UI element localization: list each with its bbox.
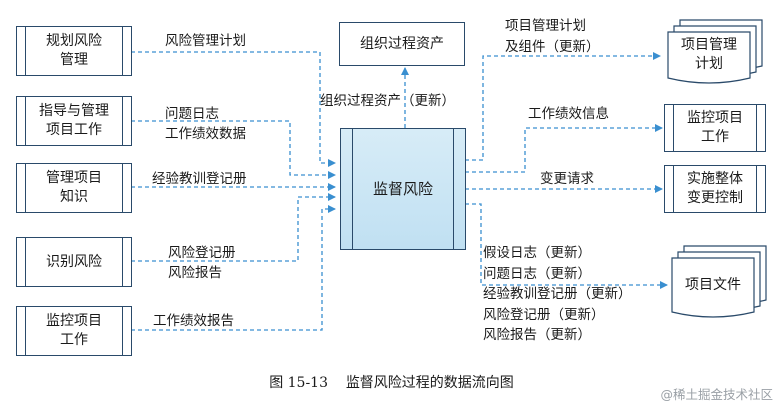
input-box-label: 识别风险	[46, 253, 102, 270]
box-edge-left	[17, 164, 26, 212]
document-stack-pm-plan	[667, 19, 763, 84]
input-box-plan-risk[interactable]: 规划风险 管理	[16, 26, 132, 76]
input-box-manage-knowledge[interactable]: 管理项目 知识	[16, 163, 132, 213]
box-edge-right	[756, 105, 765, 151]
output-label-change-request: 变更请求	[540, 171, 594, 187]
input-label-identify-risk: 风险登记册 风险报告	[168, 245, 236, 281]
arrow-project-docs	[465, 203, 668, 289]
input-box-direct-manage[interactable]: 指导与管理 项目工作	[16, 96, 132, 146]
output-label-project-docs: 假设日志（更新） 问题日志（更新） 经验教训登记册（更新） 风险登记册（更新） …	[483, 245, 632, 343]
document-stack-project-docs	[671, 245, 767, 318]
arrow-direct-manage	[131, 120, 336, 179]
input-box-monitor-work[interactable]: 监控项目 工作	[16, 306, 132, 356]
output-box-label: 监控项目 工作	[687, 110, 743, 145]
input-box-label: 监控项目 工作	[46, 313, 102, 348]
box-edge-left	[665, 105, 674, 151]
output-doc-pm-plan-label: 项目管理 计划	[681, 37, 737, 72]
center-process-monitor-risk[interactable]: 监督风险	[340, 128, 466, 250]
figure-number: 图 15-13	[269, 375, 328, 391]
watermark: @稀土掘金技术社区	[660, 387, 773, 402]
figure-title: 监督风险过程的数据流向图	[345, 375, 514, 391]
box-edge-right	[122, 27, 131, 75]
box-edge-left	[17, 238, 26, 286]
box-edge-left	[17, 27, 26, 75]
box-edge-right	[122, 307, 131, 355]
input-box-label: 管理项目 知识	[46, 170, 102, 205]
org-assets-box-label: 组织过程资产	[360, 35, 444, 52]
output-doc-project-docs-label: 项目文件	[685, 277, 741, 293]
arrow-monitor-work-in	[131, 205, 336, 331]
output-label-work-perf-info: 工作绩效信息	[528, 106, 609, 122]
center-process-label: 监督风险	[372, 179, 433, 198]
box-edge-right	[756, 166, 765, 212]
output-label-pm-plan: 项目管理计划 及组件（更新）	[505, 18, 600, 55]
arrow-pm-plan	[465, 52, 661, 161]
input-label-direct-manage: 问题日志 工作绩效数据	[165, 106, 246, 142]
box-edge-left	[341, 129, 353, 249]
box-edge-right	[122, 238, 131, 286]
output-box-monitor-work[interactable]: 监控项目 工作	[664, 104, 766, 152]
box-edge-left	[665, 166, 674, 212]
input-box-label: 指导与管理 项目工作	[39, 103, 109, 138]
box-edge-right	[122, 164, 131, 212]
input-label-plan-risk: 风险管理计划	[165, 33, 246, 49]
box-edge-left	[17, 307, 26, 355]
figure-caption: 图 15-13 监督风险过程的数据流向图	[0, 372, 783, 392]
arrow-plan-risk	[131, 51, 336, 167]
input-label-monitor-work: 工作绩效报告	[153, 313, 234, 329]
input-label-manage-knowledge: 经验教训登记册	[152, 171, 247, 187]
output-box-label: 实施整体 变更控制	[687, 171, 743, 206]
box-edge-right	[453, 129, 465, 249]
input-box-label: 规划风险 管理	[46, 33, 102, 68]
org-assets-update-label: 组织过程资产（更新）	[320, 93, 455, 109]
box-edge-left	[17, 97, 26, 145]
org-assets-box[interactable]: 组织过程资产	[339, 22, 465, 66]
input-box-identify-risk[interactable]: 识别风险	[16, 237, 132, 287]
box-edge-right	[122, 97, 131, 145]
arrow-work-perf-info	[465, 124, 663, 173]
output-box-integrated-change[interactable]: 实施整体 变更控制	[664, 165, 766, 213]
arrow-identify-risk	[131, 193, 336, 262]
